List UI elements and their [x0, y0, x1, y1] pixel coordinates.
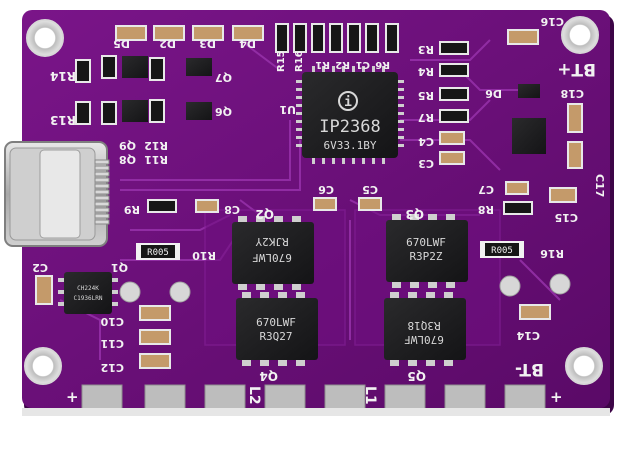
q2-mark-1: 670LWF [252, 251, 292, 264]
ic-logo-letter: i [344, 95, 352, 110]
label-r11: R11 [144, 153, 168, 166]
label-c1: C1 [356, 59, 370, 70]
label-c3: C3 [418, 157, 434, 170]
mosfet-q2: 670LWF RJK2Y [232, 216, 314, 290]
passives [35, 23, 583, 369]
label-u1: U1 [279, 103, 296, 116]
label-q4: Q4 [259, 369, 278, 383]
test-pads [119, 273, 571, 303]
label-r8: R8 [478, 203, 494, 216]
terminal-labels: BT+ BT- L1 L2 + + [66, 59, 596, 406]
label-c17: C17 [593, 174, 606, 197]
small-semis [122, 56, 546, 154]
label-c18: C18 [561, 87, 584, 100]
label-c14: C14 [516, 329, 540, 342]
label-d6: D6 [485, 87, 502, 100]
silkscreen-labels: R14 R13 R12 R11 Q9 Q8 R9 C8 Q2 C6 C5 Q3 … [32, 15, 606, 383]
label-r13: R13 [50, 113, 76, 127]
label-r3: R3 [418, 43, 434, 56]
label-c8: C8 [224, 203, 240, 216]
ic-part-number: IP2368 [319, 117, 380, 137]
label-c11: C11 [101, 337, 124, 350]
label-q6: Q6 [215, 105, 232, 118]
label-r10: R10 [192, 249, 216, 262]
label-c12: C12 [101, 361, 124, 374]
label-c5: C5 [362, 183, 378, 196]
label-d4: D4 [239, 37, 256, 50]
mount-hole-br [565, 347, 603, 385]
label-r7: R7 [418, 111, 434, 124]
q2-mark-2: RJK2Y [255, 235, 288, 248]
label-r16: R16 [540, 247, 564, 260]
q4-mark-1: 670LWF [256, 316, 296, 329]
label-c6: C6 [318, 183, 334, 196]
q3-mark-1: 670LWF [406, 236, 446, 249]
q3-mark-2: R3P2Z [409, 250, 442, 263]
r10-marking: R005 [147, 248, 169, 258]
mounting-holes [24, 16, 603, 385]
label-c10: C10 [100, 315, 124, 328]
label-plus-right: + [550, 388, 563, 406]
resistors [75, 23, 533, 215]
shunt-r10: R005 [136, 243, 180, 260]
mount-hole-tr [561, 16, 599, 54]
pd-chip: CH224K C1936LRN [58, 272, 118, 314]
r16-marking: R005 [491, 246, 513, 256]
label-r1: R1 [315, 59, 330, 70]
label-l2: L2 [246, 386, 262, 405]
label-c15: C15 [555, 211, 578, 224]
label-q7: Q7 [215, 71, 232, 84]
mosfet-q3: 670LWF R3P2Z [386, 214, 468, 288]
label-l1: L1 [362, 386, 378, 405]
label-r16-top: R16 [294, 50, 305, 72]
usb-c-connector [4, 141, 110, 247]
label-q1: Q1 [111, 261, 128, 274]
caps [35, 25, 583, 369]
label-q9: Q9 [119, 139, 136, 152]
label-bt-plus: BT+ [557, 59, 596, 79]
q5-mark-2: R3Q18 [407, 319, 440, 332]
mosfet-q4: 670LWF R3Q27 [236, 292, 318, 366]
label-c2: C2 [32, 261, 48, 274]
label-c16: C16 [540, 15, 564, 28]
label-d3: D3 [199, 37, 216, 50]
label-q3: Q3 [405, 207, 424, 221]
label-r15: R15 [276, 50, 287, 72]
shunt-r16: R005 [480, 241, 524, 258]
ic-logo-icon [338, 91, 358, 111]
mount-hole-tl [26, 19, 64, 57]
board-bottom-edge [22, 408, 610, 416]
label-r6: R6 [375, 59, 390, 70]
label-q2: Q2 [255, 207, 274, 221]
pd-chip-mark-1: CH224K [77, 285, 99, 292]
mount-hole-bl [24, 347, 62, 385]
label-r4: R4 [418, 65, 434, 78]
main-ic: i IP2368 6V33.1BY [296, 66, 404, 164]
label-c4: C4 [418, 135, 434, 148]
label-q8: Q8 [119, 153, 136, 166]
q4-mark-2: R3Q27 [259, 330, 292, 343]
label-d5: D5 [113, 37, 130, 50]
q5-mark-1: 670LWF [404, 333, 444, 346]
label-r9: R9 [124, 203, 140, 216]
label-c7: C7 [478, 183, 494, 196]
label-plus-left: + [66, 388, 79, 406]
label-r12: R12 [144, 139, 168, 152]
label-bt-minus: BT- [515, 359, 544, 379]
mosfet-q5: 670LWF R3Q18 [384, 292, 466, 366]
label-r2: R2 [335, 59, 350, 70]
pd-chip-mark-2: C1936LRN [74, 295, 103, 302]
label-r14: R14 [50, 69, 76, 83]
label-d2: D2 [159, 37, 176, 50]
ic-date-code: 6V33.1BY [324, 139, 377, 152]
label-r5: R5 [418, 89, 434, 102]
label-q5: Q5 [407, 369, 426, 383]
